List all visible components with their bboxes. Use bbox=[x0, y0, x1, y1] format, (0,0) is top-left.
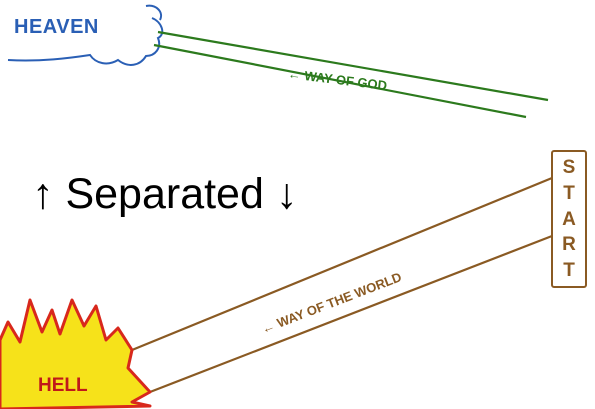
hell-flames bbox=[0, 298, 152, 409]
start-letter: T bbox=[563, 260, 575, 281]
hell-label: HELL bbox=[38, 375, 88, 396]
start-letter: A bbox=[562, 208, 576, 230]
start-sign: S T A R T bbox=[551, 150, 587, 288]
heaven-cloud bbox=[7, 4, 164, 66]
start-letter: T bbox=[563, 182, 575, 204]
way-of-god-road bbox=[153, 30, 549, 119]
heaven-label: HEAVEN bbox=[14, 16, 99, 38]
separated-caption: ↑ Separated ↓ bbox=[32, 170, 298, 218]
way-of-world-road bbox=[131, 176, 553, 394]
start-letter: S bbox=[562, 157, 576, 178]
start-letter: R bbox=[562, 234, 576, 256]
